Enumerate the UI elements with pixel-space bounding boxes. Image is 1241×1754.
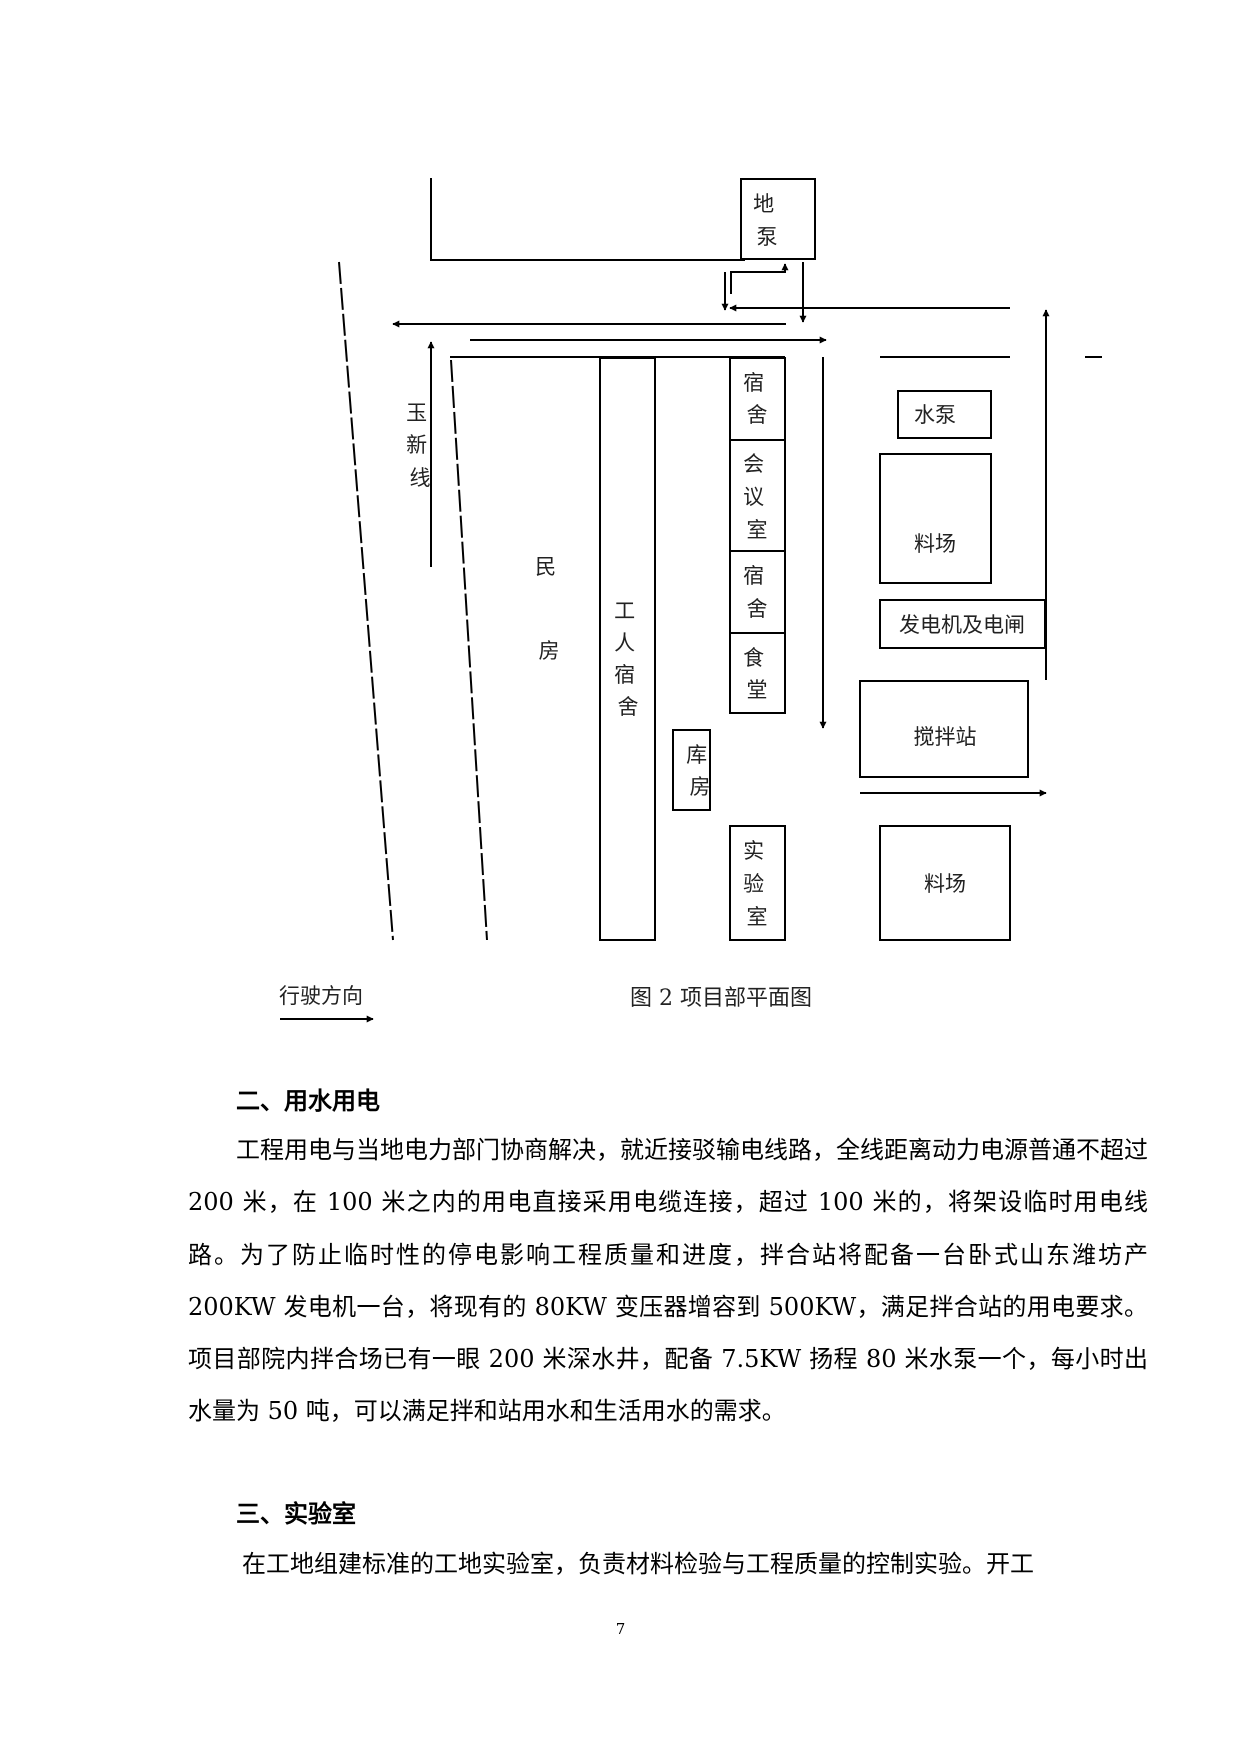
label-stockyard-2: 料场 [924,872,966,896]
stockyard-1-box [879,453,992,584]
section-heading-water-power: 二、用水用电 [236,1087,380,1115]
label-warehouse: 库 房 [686,743,714,799]
legend-label: 行驶方向 [279,984,363,1008]
page-number: 7 [615,1620,626,1638]
label-mixing-station: 搅拌站 [914,725,977,749]
mixing-station-box [859,680,1029,778]
label-water-pump: 水泵 [914,403,956,427]
label-ground-pump: 地 泵 [753,192,781,249]
paragraph-water-power: 工程用电与当地电力部门协商解决，就近接驳输电线路，全线距离动力电源普通不超过 2… [188,1136,1148,1426]
site-plan-diagram: 地 泵 玉 新 线 民 房 工 人 宿 舍 宿 舍 会 议 室 宿 舍 [280,178,1102,1023]
canteen-box [729,632,786,714]
road-dashed-edge [338,261,394,941]
worker-dorm-box [599,357,656,941]
label-worker-dorm: 工 人 宿 舍 [614,599,642,719]
figure-caption: 图 2 项目部平面图 [630,986,812,1011]
label-canteen: 食 堂 [743,646,771,702]
label-yuxin-road: 玉 新 线 [406,401,434,490]
label-residential: 民 房 [535,555,563,663]
section-heading-lab: 三、实验室 [236,1500,356,1528]
label-lab: 实 验 室 [743,839,771,929]
body-text: 工程用电与当地电力部门协商解决，就近接驳输电线路，全线距离动力电源普通不超过 2… [188,1124,1148,1438]
water-pump-box [897,390,992,439]
label-meeting-room: 会 议 室 [743,452,771,542]
label-generator: 发电机及电闸 [899,613,1025,637]
paragraph-lab: 在工地组建标准的工地实验室，负责材料检验与工程质量的控制实验。开工 [242,1550,1034,1578]
ground-pump-box [740,178,816,260]
stockyard-2-box [879,825,1011,941]
compound-boundary [430,178,745,261]
pipe-arrow [730,263,789,294]
label-dorm-2: 宿 舍 [743,564,771,621]
label-dorm-1: 宿 舍 [743,371,771,427]
road-dashed-edge [450,359,488,941]
label-stockyard-1: 料场 [914,532,956,556]
lab-box [729,825,786,941]
warehouse-box [672,729,711,811]
